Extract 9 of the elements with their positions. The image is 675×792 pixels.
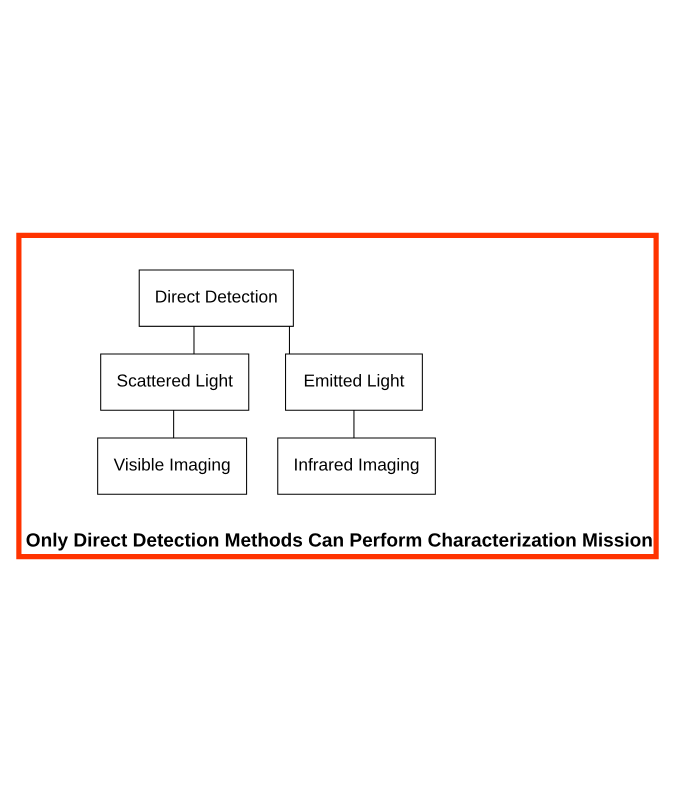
connector [173,410,174,438]
node-box: Scattered Light [100,354,250,411]
node-box: Emitted Light [285,354,423,411]
node-box: Visible Imaging [97,437,248,495]
connector [193,326,195,354]
node-box: Infrared Imaging [277,437,436,495]
connector [288,326,290,354]
node-box: Direct Detection [138,270,294,327]
connector [353,410,354,438]
